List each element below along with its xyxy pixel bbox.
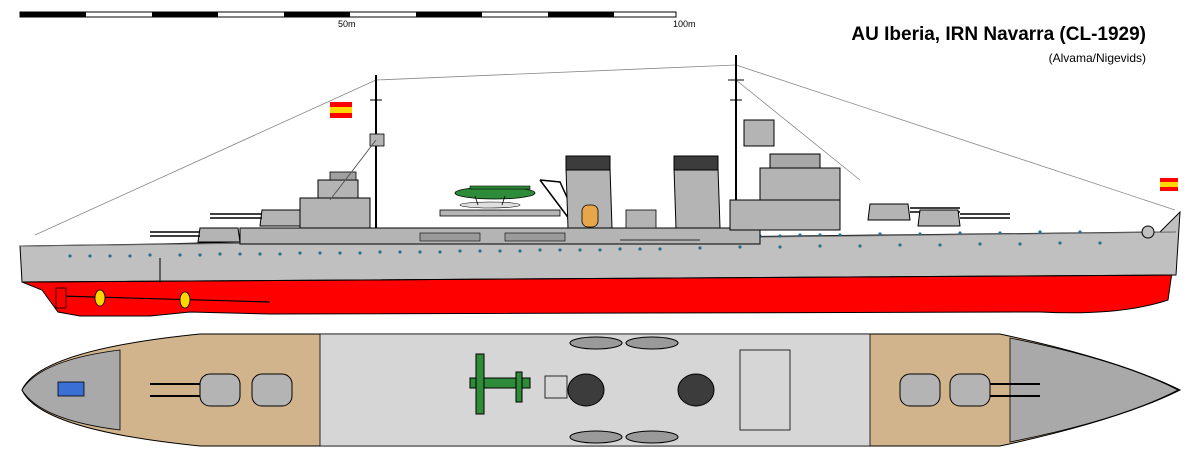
propeller-fwd bbox=[179, 291, 191, 309]
hawse-pipe bbox=[1141, 225, 1155, 239]
foremast bbox=[728, 55, 744, 200]
bridge-tower bbox=[729, 119, 841, 231]
hatch-blue bbox=[57, 381, 85, 397]
hull-red bbox=[21, 229, 1179, 317]
funnel-aft bbox=[565, 155, 613, 229]
boat bbox=[625, 430, 679, 444]
funnel-fwd bbox=[673, 155, 721, 229]
turret-top-1 bbox=[150, 373, 241, 407]
propeller-aft bbox=[94, 289, 106, 307]
deckhouse-main bbox=[239, 227, 761, 245]
scale-bar bbox=[19, 11, 677, 18]
rudder bbox=[55, 287, 67, 309]
seaplane-side bbox=[439, 185, 561, 217]
scale-label-100m: 100m bbox=[673, 19, 696, 29]
turret-fwd-lower bbox=[917, 209, 1010, 227]
seaplane-top bbox=[469, 353, 531, 415]
page-title: AU Iberia, IRN Navarra (CL-1929) bbox=[851, 24, 1146, 45]
turret-top-3 bbox=[899, 373, 941, 407]
side-profile bbox=[19, 55, 1181, 317]
propellers bbox=[55, 287, 271, 309]
funnel-top-aft bbox=[567, 373, 605, 407]
funnel-top-fwd bbox=[677, 373, 715, 407]
rigging bbox=[34, 64, 1176, 236]
turret-aft-upper bbox=[210, 209, 303, 227]
turret-top-4 bbox=[949, 373, 1040, 407]
boat bbox=[569, 336, 623, 350]
mainmast bbox=[329, 75, 385, 228]
credit-line: (Alvama/Nigevids) bbox=[1048, 51, 1146, 65]
top-view bbox=[21, 333, 1182, 447]
aft-superstructure bbox=[299, 197, 371, 229]
turret-top-2 bbox=[251, 373, 293, 407]
scale-label-50m: 50m bbox=[338, 19, 356, 29]
spain-flag-stern bbox=[1160, 178, 1178, 191]
turret-aft-lower bbox=[150, 227, 241, 243]
boat bbox=[569, 430, 623, 444]
boat bbox=[625, 336, 679, 350]
spain-flag-bow bbox=[330, 102, 352, 118]
